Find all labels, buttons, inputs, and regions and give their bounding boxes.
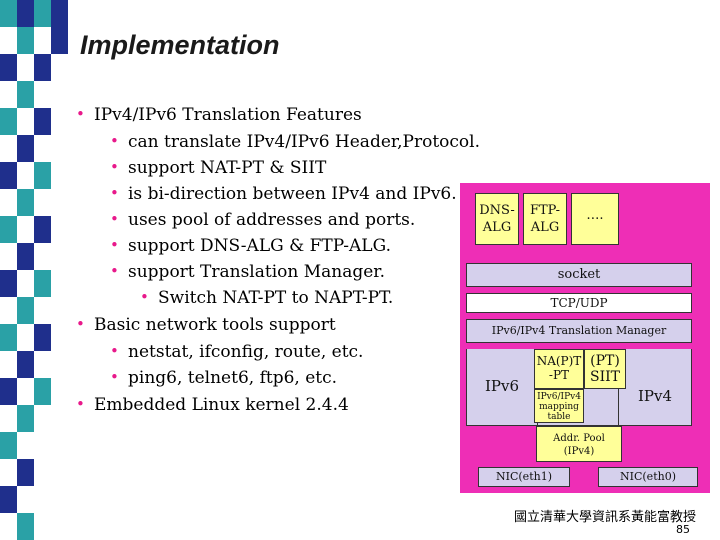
bullet-icon: • bbox=[76, 395, 85, 413]
list-item: •is bi-direction between IPv4 and IPv6. bbox=[110, 184, 457, 204]
list-item: •IPv4/IPv6 Translation Features bbox=[76, 105, 362, 125]
architecture-diagram: DNS- ALG FTP- ALG …. socket TCP/UDP IPv6… bbox=[460, 183, 710, 493]
list-item: •support DNS-ALG & FTP-ALG. bbox=[110, 236, 391, 256]
ipv4-box: IPv4 bbox=[618, 349, 692, 426]
tcp-udp-layer: TCP/UDP bbox=[466, 293, 692, 313]
list-item: •Embedded Linux kernel 2.4.4 bbox=[76, 395, 349, 415]
bullet-icon: • bbox=[110, 184, 119, 202]
nic-eth1-box: NIC(eth1) bbox=[478, 467, 570, 487]
bullet-icon: • bbox=[110, 132, 119, 150]
bullet-icon: • bbox=[110, 262, 119, 280]
list-item: •Switch NAT-PT to NAPT-PT. bbox=[140, 288, 394, 308]
list-item: •support Translation Manager. bbox=[110, 262, 385, 282]
translation-manager-box: IPv6/IPv4 Translation Manager bbox=[466, 319, 692, 343]
bullet-icon: • bbox=[110, 342, 119, 360]
decorative-squares bbox=[0, 0, 68, 540]
bullet-icon: • bbox=[76, 105, 85, 123]
addr-pool-box: Addr. Pool (IPv4) bbox=[536, 426, 622, 462]
footer-author: 國立清華大學資訊系黃能富教授 bbox=[514, 510, 697, 525]
dns-alg-box: DNS- ALG bbox=[475, 193, 519, 245]
bullet-icon: • bbox=[76, 315, 85, 333]
bullet-icon: • bbox=[110, 236, 119, 254]
list-item: •support NAT-PT & SIIT bbox=[110, 158, 327, 178]
bullet-icon: • bbox=[110, 158, 119, 176]
page-title: Implementation bbox=[80, 30, 280, 60]
napt-pt-box: NA(P)T -PT bbox=[534, 349, 584, 389]
list-item: •Basic network tools support bbox=[76, 315, 336, 335]
page-number: 85 bbox=[676, 523, 690, 536]
nic-eth0-box: NIC(eth0) bbox=[598, 467, 698, 487]
list-item: •ping6, telnet6, ftp6, etc. bbox=[110, 368, 338, 388]
mapping-table-box: IPv6/IPv4 mapping table bbox=[534, 389, 584, 423]
bullet-icon: • bbox=[110, 210, 119, 228]
other-alg-box: …. bbox=[571, 193, 619, 245]
siit-box: (PT) SIIT bbox=[584, 349, 626, 389]
list-item: •netstat, ifconfig, route, etc. bbox=[110, 342, 364, 362]
bullet-icon: • bbox=[110, 368, 119, 386]
ftp-alg-box: FTP- ALG bbox=[523, 193, 567, 245]
socket-layer: socket bbox=[466, 263, 692, 287]
list-item: •uses pool of addresses and ports. bbox=[110, 210, 416, 230]
bullet-icon: • bbox=[140, 288, 149, 306]
ipv6-box: IPv6 bbox=[466, 349, 538, 426]
list-item: •can translate IPv4/IPv6 Header,Protocol… bbox=[110, 132, 481, 152]
